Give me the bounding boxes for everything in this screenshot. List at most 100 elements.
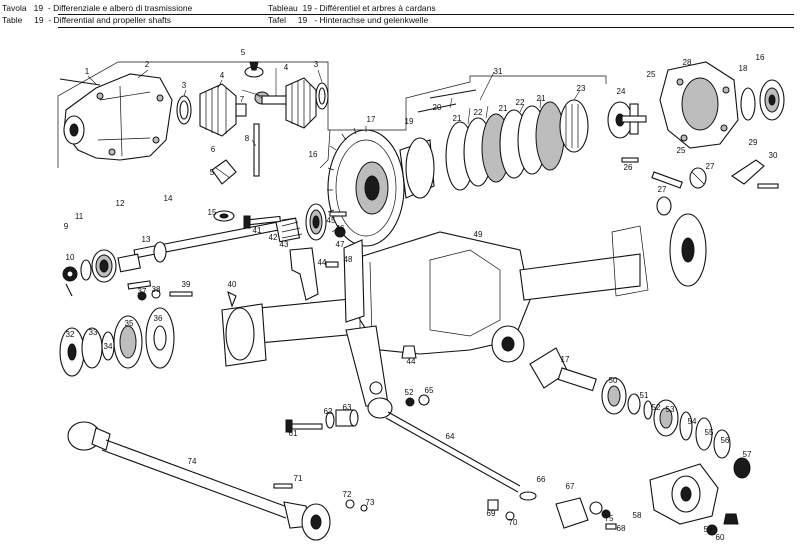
label-25b: 25 <box>677 146 686 155</box>
nut-60 <box>723 513 739 525</box>
label-16a: 16 <box>309 150 318 159</box>
label-3b: 3 <box>314 60 319 69</box>
label-60: 60 <box>716 533 725 542</box>
label-50: 50 <box>609 376 618 385</box>
bearing-16-right <box>759 79 785 121</box>
bearing-16-left <box>305 203 327 241</box>
label-41: 41 <box>253 226 262 235</box>
header-rule-1 <box>58 14 794 15</box>
label-16b: 16 <box>756 53 765 62</box>
bolt-45 <box>329 211 347 217</box>
label-8: 8 <box>245 134 250 143</box>
bearing-35 <box>113 315 143 369</box>
bracket-43 <box>289 247 319 301</box>
bolt-68 <box>605 523 617 530</box>
label-49: 49 <box>474 230 483 239</box>
bolt-71 <box>273 483 293 489</box>
bolt-39 <box>169 291 193 297</box>
bolt-26 <box>621 157 639 163</box>
label-46: 46 <box>336 224 345 233</box>
label-28: 28 <box>683 58 692 67</box>
washer-62 <box>325 411 335 429</box>
nut-59 <box>706 524 718 536</box>
label-52b: 52 <box>405 388 414 397</box>
label-44a: 44 <box>318 258 327 267</box>
label-47: 47 <box>336 240 345 249</box>
header-english: Table 19 - Differential and propeller sh… <box>2 15 172 25</box>
lsd-housing-28 <box>659 61 739 149</box>
header-french: Tableau 19 - Différentiel et arbres à ca… <box>268 3 436 13</box>
nut-57 <box>733 457 751 479</box>
planet-gear-5-top <box>244 61 264 78</box>
bush-63 <box>335 409 359 427</box>
friction-discs-21-22 <box>445 101 565 191</box>
label-38: 38 <box>152 285 161 294</box>
rod-31-upper <box>429 89 477 99</box>
label-18: 18 <box>739 64 748 73</box>
label-59: 59 <box>704 525 713 534</box>
label-32: 32 <box>66 330 75 339</box>
label-62a: 62 <box>324 407 333 416</box>
label-3a: 3 <box>182 81 187 90</box>
axle-housing-49 <box>239 213 707 363</box>
label-52a: 52 <box>652 403 661 412</box>
label-22a: 22 <box>474 108 483 117</box>
propeller-shaft-74 <box>67 421 331 541</box>
label-75: 75 <box>605 514 614 523</box>
label-17b: 17 <box>561 355 570 364</box>
spacer-51 <box>627 393 641 415</box>
label-45: 45 <box>327 216 336 225</box>
nut-72 <box>345 499 355 509</box>
cross-shaft-25 <box>621 103 647 135</box>
label-31: 31 <box>494 67 503 76</box>
drive-pinion-17 <box>529 347 597 392</box>
label-23: 23 <box>577 84 586 93</box>
label-21c: 21 <box>537 94 546 103</box>
label-67: 67 <box>566 482 575 491</box>
label-57: 57 <box>743 450 752 459</box>
trunnion-bracket <box>345 325 389 407</box>
side-gear-4-right <box>285 77 317 129</box>
washer-14 <box>153 241 167 263</box>
reaction-rod-64 <box>367 397 521 493</box>
washer-66b <box>589 501 603 515</box>
label-53: 53 <box>666 405 675 414</box>
lsd-case-19 <box>399 137 435 199</box>
label-10: 10 <box>66 253 75 262</box>
label-58: 58 <box>633 511 642 520</box>
part-1-pin <box>59 78 101 86</box>
label-7: 7 <box>240 95 245 104</box>
label-14: 14 <box>164 194 173 203</box>
label-19: 19 <box>405 117 414 126</box>
plug-44b <box>401 345 417 359</box>
label-54: 54 <box>688 417 697 426</box>
pinion-27b <box>656 196 672 216</box>
label-51: 51 <box>640 391 649 400</box>
label-6: 6 <box>211 145 216 154</box>
seal-11 <box>80 259 92 281</box>
label-44b: 44 <box>407 357 416 366</box>
label-61: 61 <box>289 429 298 438</box>
nut-9 <box>62 266 78 282</box>
label-25a: 25 <box>647 70 656 79</box>
bearing-53 <box>653 399 679 437</box>
pin-8 <box>253 123 260 177</box>
label-30: 30 <box>769 151 778 160</box>
key-13 <box>127 280 152 290</box>
seal-55 <box>695 417 713 451</box>
shim-18 <box>740 87 756 121</box>
label-27b: 27 <box>658 185 667 194</box>
label-12: 12 <box>116 199 125 208</box>
label-69: 69 <box>487 509 496 518</box>
label-4a: 4 <box>220 71 225 80</box>
cover-gasket-47 <box>343 239 365 323</box>
spacer-12b <box>117 253 141 273</box>
diff-group-outline-2 <box>319 129 331 169</box>
label-5a: 5 <box>241 48 246 57</box>
label-72: 72 <box>343 490 352 499</box>
nut-46 <box>334 226 346 238</box>
label-65: 65 <box>425 386 434 395</box>
label-40: 40 <box>228 280 237 289</box>
header-german: Tafel 19 - Hinterachse und gelenkwelle <box>268 15 429 25</box>
label-34: 34 <box>104 342 113 351</box>
